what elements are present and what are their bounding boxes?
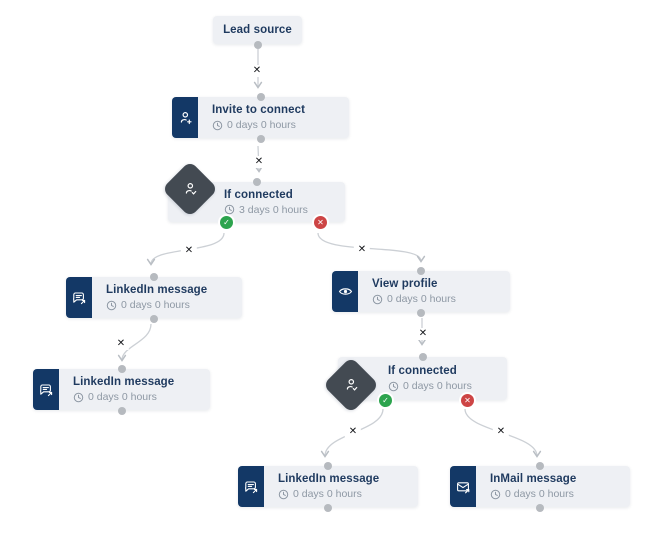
node-delay: 0 days 0 hours	[88, 391, 157, 403]
node-delay: 0 days 0 hours	[403, 380, 472, 392]
node-delay: 0 days 0 hours	[387, 293, 456, 305]
connection-point[interactable]	[417, 267, 425, 275]
branch-not-connected-badge[interactable]: ✕	[459, 392, 476, 409]
connection-point[interactable]	[324, 462, 332, 470]
node-delay: 0 days 0 hours	[505, 488, 574, 500]
connection-point[interactable]	[117, 407, 126, 415]
eye-icon	[332, 271, 358, 312]
node-view-profile[interactable]: View profile 0 days 0 hours	[332, 267, 510, 317]
clock-icon	[73, 392, 84, 402]
branch-connected-badge[interactable]: ✓	[377, 392, 394, 409]
node-title: If connected	[224, 188, 293, 201]
person-check-icon	[322, 356, 380, 414]
connection-point[interactable]	[418, 353, 427, 361]
clock-icon	[372, 294, 383, 304]
clock-icon	[106, 300, 117, 310]
node-title: View profile	[372, 278, 438, 290]
node-title: Invite to connect	[212, 104, 306, 116]
connection-point[interactable]	[150, 315, 158, 323]
delete-edge-button[interactable]: ✕	[250, 156, 268, 168]
chat-send-icon	[238, 466, 264, 507]
connection-point[interactable]	[150, 273, 158, 281]
node-inmail-message[interactable]: InMail message 0 days 0 hours	[450, 462, 630, 512]
node-linkedin-message-3[interactable]: LinkedIn message 0 days 0 hours	[238, 462, 418, 512]
node-delay: 3 days 0 hours	[239, 203, 308, 216]
chat-send-icon	[66, 277, 92, 318]
connection-point[interactable]	[253, 41, 262, 49]
node-if-connected-2[interactable]: If connected 0 days 0 hours ✓ ✕	[322, 353, 507, 414]
delete-edge-button[interactable]: ✕	[414, 328, 432, 340]
delete-edge-button[interactable]: ✕	[353, 244, 371, 256]
clock-icon	[224, 204, 235, 215]
connection-point[interactable]	[417, 309, 425, 317]
node-if-connected-1[interactable]: If connected 3 days 0 hours ✓ ✕	[161, 160, 345, 231]
node-title: If connected	[388, 365, 457, 377]
node-invite-to-connect[interactable]: Invite to connect 0 days 0 hours	[172, 93, 349, 143]
node-title: InMail message	[490, 473, 577, 485]
clock-icon	[388, 381, 399, 391]
mail-send-icon	[450, 466, 476, 507]
clock-icon	[212, 120, 223, 130]
clock-icon	[278, 489, 289, 499]
delete-edge-button[interactable]: ✕	[112, 338, 130, 350]
person-add-icon	[172, 97, 198, 138]
connection-point[interactable]	[324, 504, 332, 512]
chat-send-icon	[33, 369, 59, 410]
clock-icon	[490, 489, 501, 499]
connection-point[interactable]	[117, 365, 126, 373]
node-delay: 0 days 0 hours	[293, 488, 362, 500]
delete-edge-button[interactable]: ✕	[180, 245, 198, 257]
branch-connected-badge[interactable]: ✓	[218, 214, 235, 231]
node-linkedin-message-2[interactable]: LinkedIn message 0 days 0 hours	[33, 365, 210, 415]
node-lead-source[interactable]: Lead source	[213, 16, 302, 49]
person-check-icon	[161, 160, 219, 218]
connection-point[interactable]	[252, 178, 261, 186]
delete-edge-button[interactable]: ✕	[248, 65, 266, 77]
branch-not-connected-badge[interactable]: ✕	[312, 214, 329, 231]
node-title: LinkedIn message	[73, 376, 175, 388]
connection-point[interactable]	[256, 135, 265, 143]
connection-point[interactable]	[536, 504, 544, 512]
connection-point[interactable]	[536, 462, 544, 470]
node-delay: 0 days 0 hours	[227, 119, 296, 131]
node-title: LinkedIn message	[106, 284, 208, 296]
node-linkedin-message-1[interactable]: LinkedIn message 0 days 0 hours	[66, 273, 242, 323]
delete-edge-button[interactable]: ✕	[344, 426, 362, 438]
node-title: LinkedIn message	[278, 473, 380, 485]
connection-point[interactable]	[256, 93, 265, 101]
node-title: Lead source	[223, 24, 292, 36]
node-delay: 0 days 0 hours	[121, 299, 190, 311]
delete-edge-button[interactable]: ✕	[492, 426, 510, 438]
